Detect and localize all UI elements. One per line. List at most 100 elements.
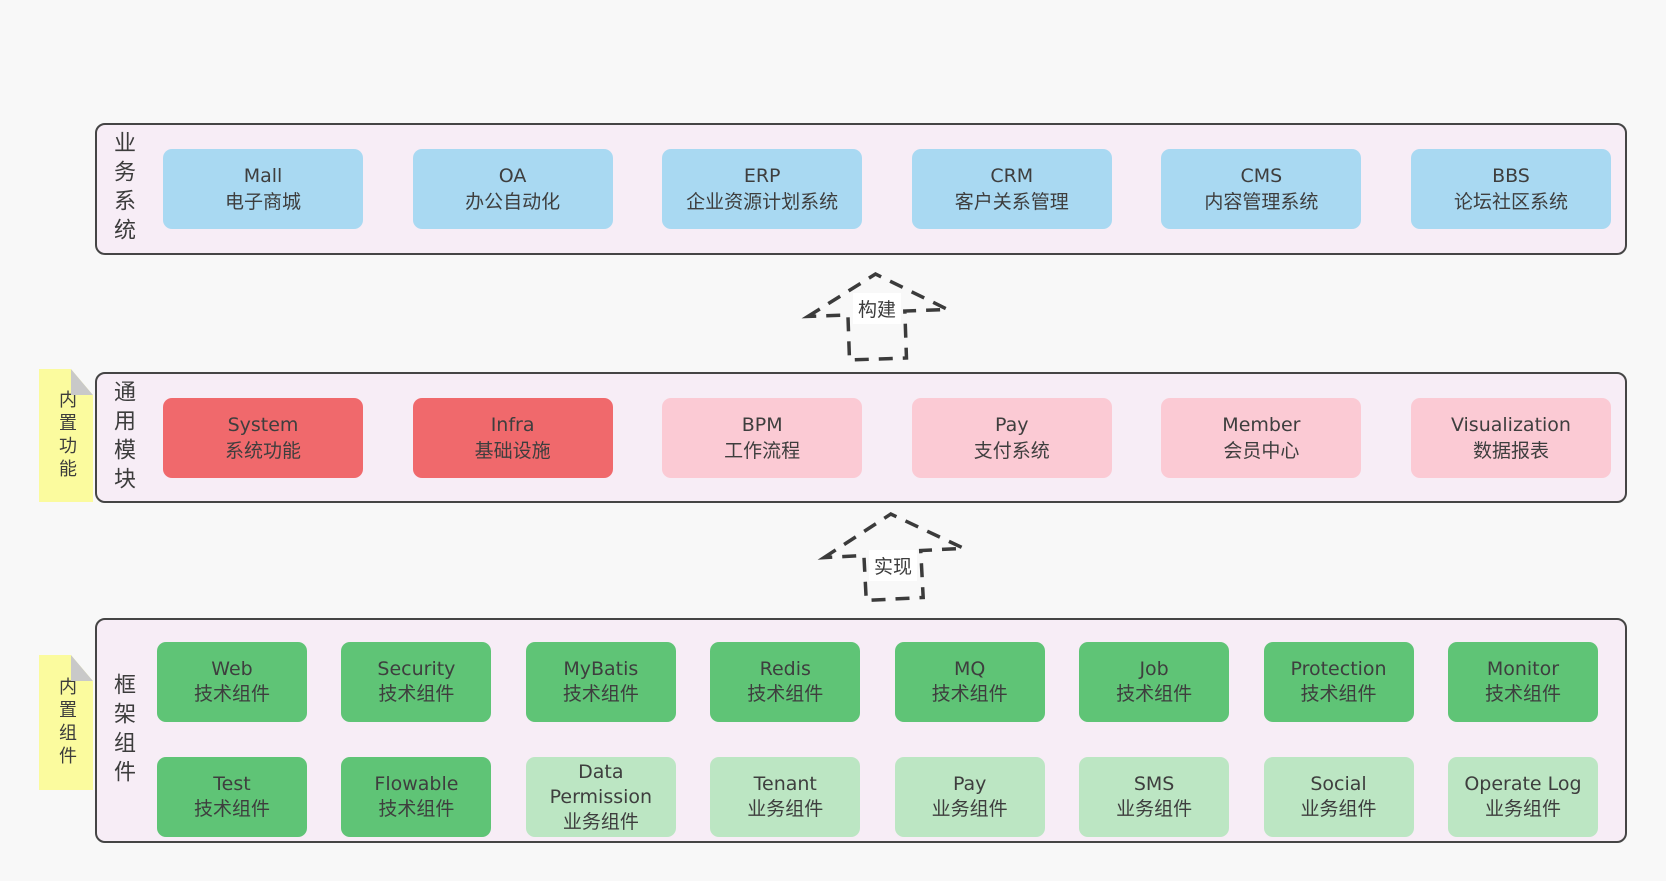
box-title: ERP [743, 165, 781, 187]
box-subtitle: 技术组件 [378, 683, 455, 705]
box-subtitle: 技术组件 [1484, 683, 1561, 705]
box-subtitle: 技术组件 [1300, 683, 1377, 705]
box-title: Flowable [374, 773, 459, 795]
box-mall: Mall 电子商城 [163, 149, 363, 229]
box-title: SMS [1133, 773, 1175, 795]
box-title: System [227, 413, 299, 436]
implement-arrow: 实现 [817, 508, 968, 605]
box-title: Member [1222, 413, 1301, 436]
note-fold-corner-icon [71, 655, 93, 681]
box-title: Security [377, 658, 456, 680]
box-subtitle: 技术组件 [562, 683, 639, 705]
common-modules-layer: 通用模块 System 系统功能 Infra 基础设施 BPM 工作流程 Pay 支付系统 Me… [95, 372, 1627, 503]
box-subtitle: 技术组件 [1116, 683, 1193, 705]
builtin-features-note-label: 内置功能 [56, 389, 77, 482]
box-security: Security 技术组件 [341, 642, 492, 722]
box-title: Infra [490, 413, 535, 436]
box-job: Job 技术组件 [1079, 642, 1230, 722]
framework-components-label: 框架组件 [110, 672, 135, 789]
business-systems-label: 业务系统 [110, 131, 135, 247]
box-member: Member 会员中心 [1161, 397, 1362, 478]
box-subtitle: 技术组件 [378, 798, 455, 820]
box-title: Web [211, 658, 253, 680]
box-title: Redis [759, 658, 811, 680]
box-subtitle: 业务组件 [931, 798, 1008, 820]
box-subtitle: 论坛社区系统 [1453, 191, 1568, 213]
box-mybatis: MyBatis 技术组件 [525, 642, 676, 722]
build-arrow-label: 构建 [852, 293, 902, 324]
box-subtitle: 业务组件 [747, 798, 824, 820]
box-subtitle: 业务组件 [1116, 798, 1193, 820]
box-subtitle: 业务组件 [1300, 798, 1377, 820]
box-title: MyBatis [563, 658, 639, 680]
box-title: Operate Log [1464, 773, 1582, 795]
box-tenant: Tenant 业务组件 [710, 757, 861, 837]
box-subtitle: 工作流程 [724, 439, 801, 462]
box-visualization: Visualization 数据报表 [1410, 397, 1611, 478]
box-redis: Redis 技术组件 [710, 642, 861, 722]
box-title: Job [1139, 658, 1169, 680]
box-erp: ERP 企业资源计划系统 [662, 149, 863, 229]
box-subtitle: 技术组件 [931, 683, 1008, 705]
box-subtitle: 基础设施 [474, 439, 551, 462]
business-systems-boxes-row: Mall 电子商城 OA 办公自动化 ERP 企业资源计划系统 CRM 客户关系管理 CMS 内容… [163, 149, 1625, 229]
box-title: Social [1310, 773, 1367, 795]
box-title: Pay [952, 773, 987, 795]
box-subtitle: 业务组件 [562, 810, 639, 833]
box-operate-log: Operate Log 业务组件 [1447, 757, 1598, 837]
box-title: CRM [990, 165, 1034, 187]
box-protection: Protection 技术组件 [1263, 642, 1414, 722]
box-oa: OA 办公自动化 [412, 149, 613, 229]
box-pay: Pay 业务组件 [894, 757, 1045, 837]
box-system: System 系统功能 [163, 397, 363, 478]
builtin-features-note: 内置功能 [39, 369, 93, 502]
implement-arrow-label: 实现 [868, 550, 918, 581]
common-modules-boxes-row: System 系统功能 Infra 基础设施 BPM 工作流程 Pay 支付系统 Member 会… [163, 397, 1625, 478]
box-subtitle: 技术组件 [193, 798, 270, 820]
box-subtitle: 企业资源计划系统 [686, 191, 839, 213]
box-subtitle: 技术组件 [747, 683, 824, 705]
box-pay: Pay 支付系统 [911, 397, 1112, 478]
build-arrow: 构建 [801, 268, 952, 365]
box-title: OA [498, 165, 527, 187]
box-subtitle: 业务组件 [1484, 798, 1561, 820]
box-flowable: Flowable 技术组件 [341, 757, 492, 837]
box-title: Mall [243, 165, 283, 187]
dashed-up-arrow-icon [817, 512, 965, 603]
box-title: Visualization [1450, 413, 1571, 436]
box-crm: CRM 客户关系管理 [911, 149, 1112, 229]
box-subtitle: 会员中心 [1223, 439, 1300, 462]
box-subtitle: 数据报表 [1472, 439, 1549, 462]
box-test: Test 技术组件 [157, 757, 307, 837]
note-fold-corner-icon [71, 369, 93, 395]
box-web: Web 技术组件 [157, 642, 307, 722]
box-bpm: BPM 工作流程 [662, 397, 863, 478]
box-bbs: BBS 论坛社区系统 [1410, 149, 1611, 229]
box-subtitle: 内容管理系统 [1204, 191, 1319, 213]
box-title: Tenant [753, 773, 817, 795]
box-title: BBS [1492, 165, 1530, 187]
box-subtitle: 支付系统 [973, 439, 1050, 462]
box-mq: MQ 技术组件 [894, 642, 1045, 722]
business-systems-layer: 业务系统 Mall 电子商城 OA 办公自动化 ERP 企业资源计划系统 CRM 客户关系管理… [95, 123, 1627, 255]
box-title: CMS [1240, 165, 1283, 187]
box-social: Social 业务组件 [1263, 757, 1414, 837]
box-subtitle: 客户关系管理 [954, 191, 1069, 213]
common-modules-label: 通用模块 [110, 379, 135, 496]
box-title: BPM [741, 413, 783, 436]
box-subtitle: 办公自动化 [465, 191, 561, 213]
box-title: Protection [1290, 658, 1387, 680]
box-cms: CMS 内容管理系统 [1161, 149, 1362, 229]
box-title: Test [213, 773, 251, 795]
box-title: Pay [995, 413, 1029, 436]
box-subtitle: 电子商城 [224, 191, 301, 213]
box-subtitle: 技术组件 [193, 683, 270, 705]
box-title: MQ [954, 658, 986, 680]
builtin-components-note: 内置组件 [39, 655, 93, 790]
builtin-components-note-label: 内置组件 [56, 676, 77, 769]
box-subtitle: 系统功能 [224, 439, 301, 462]
